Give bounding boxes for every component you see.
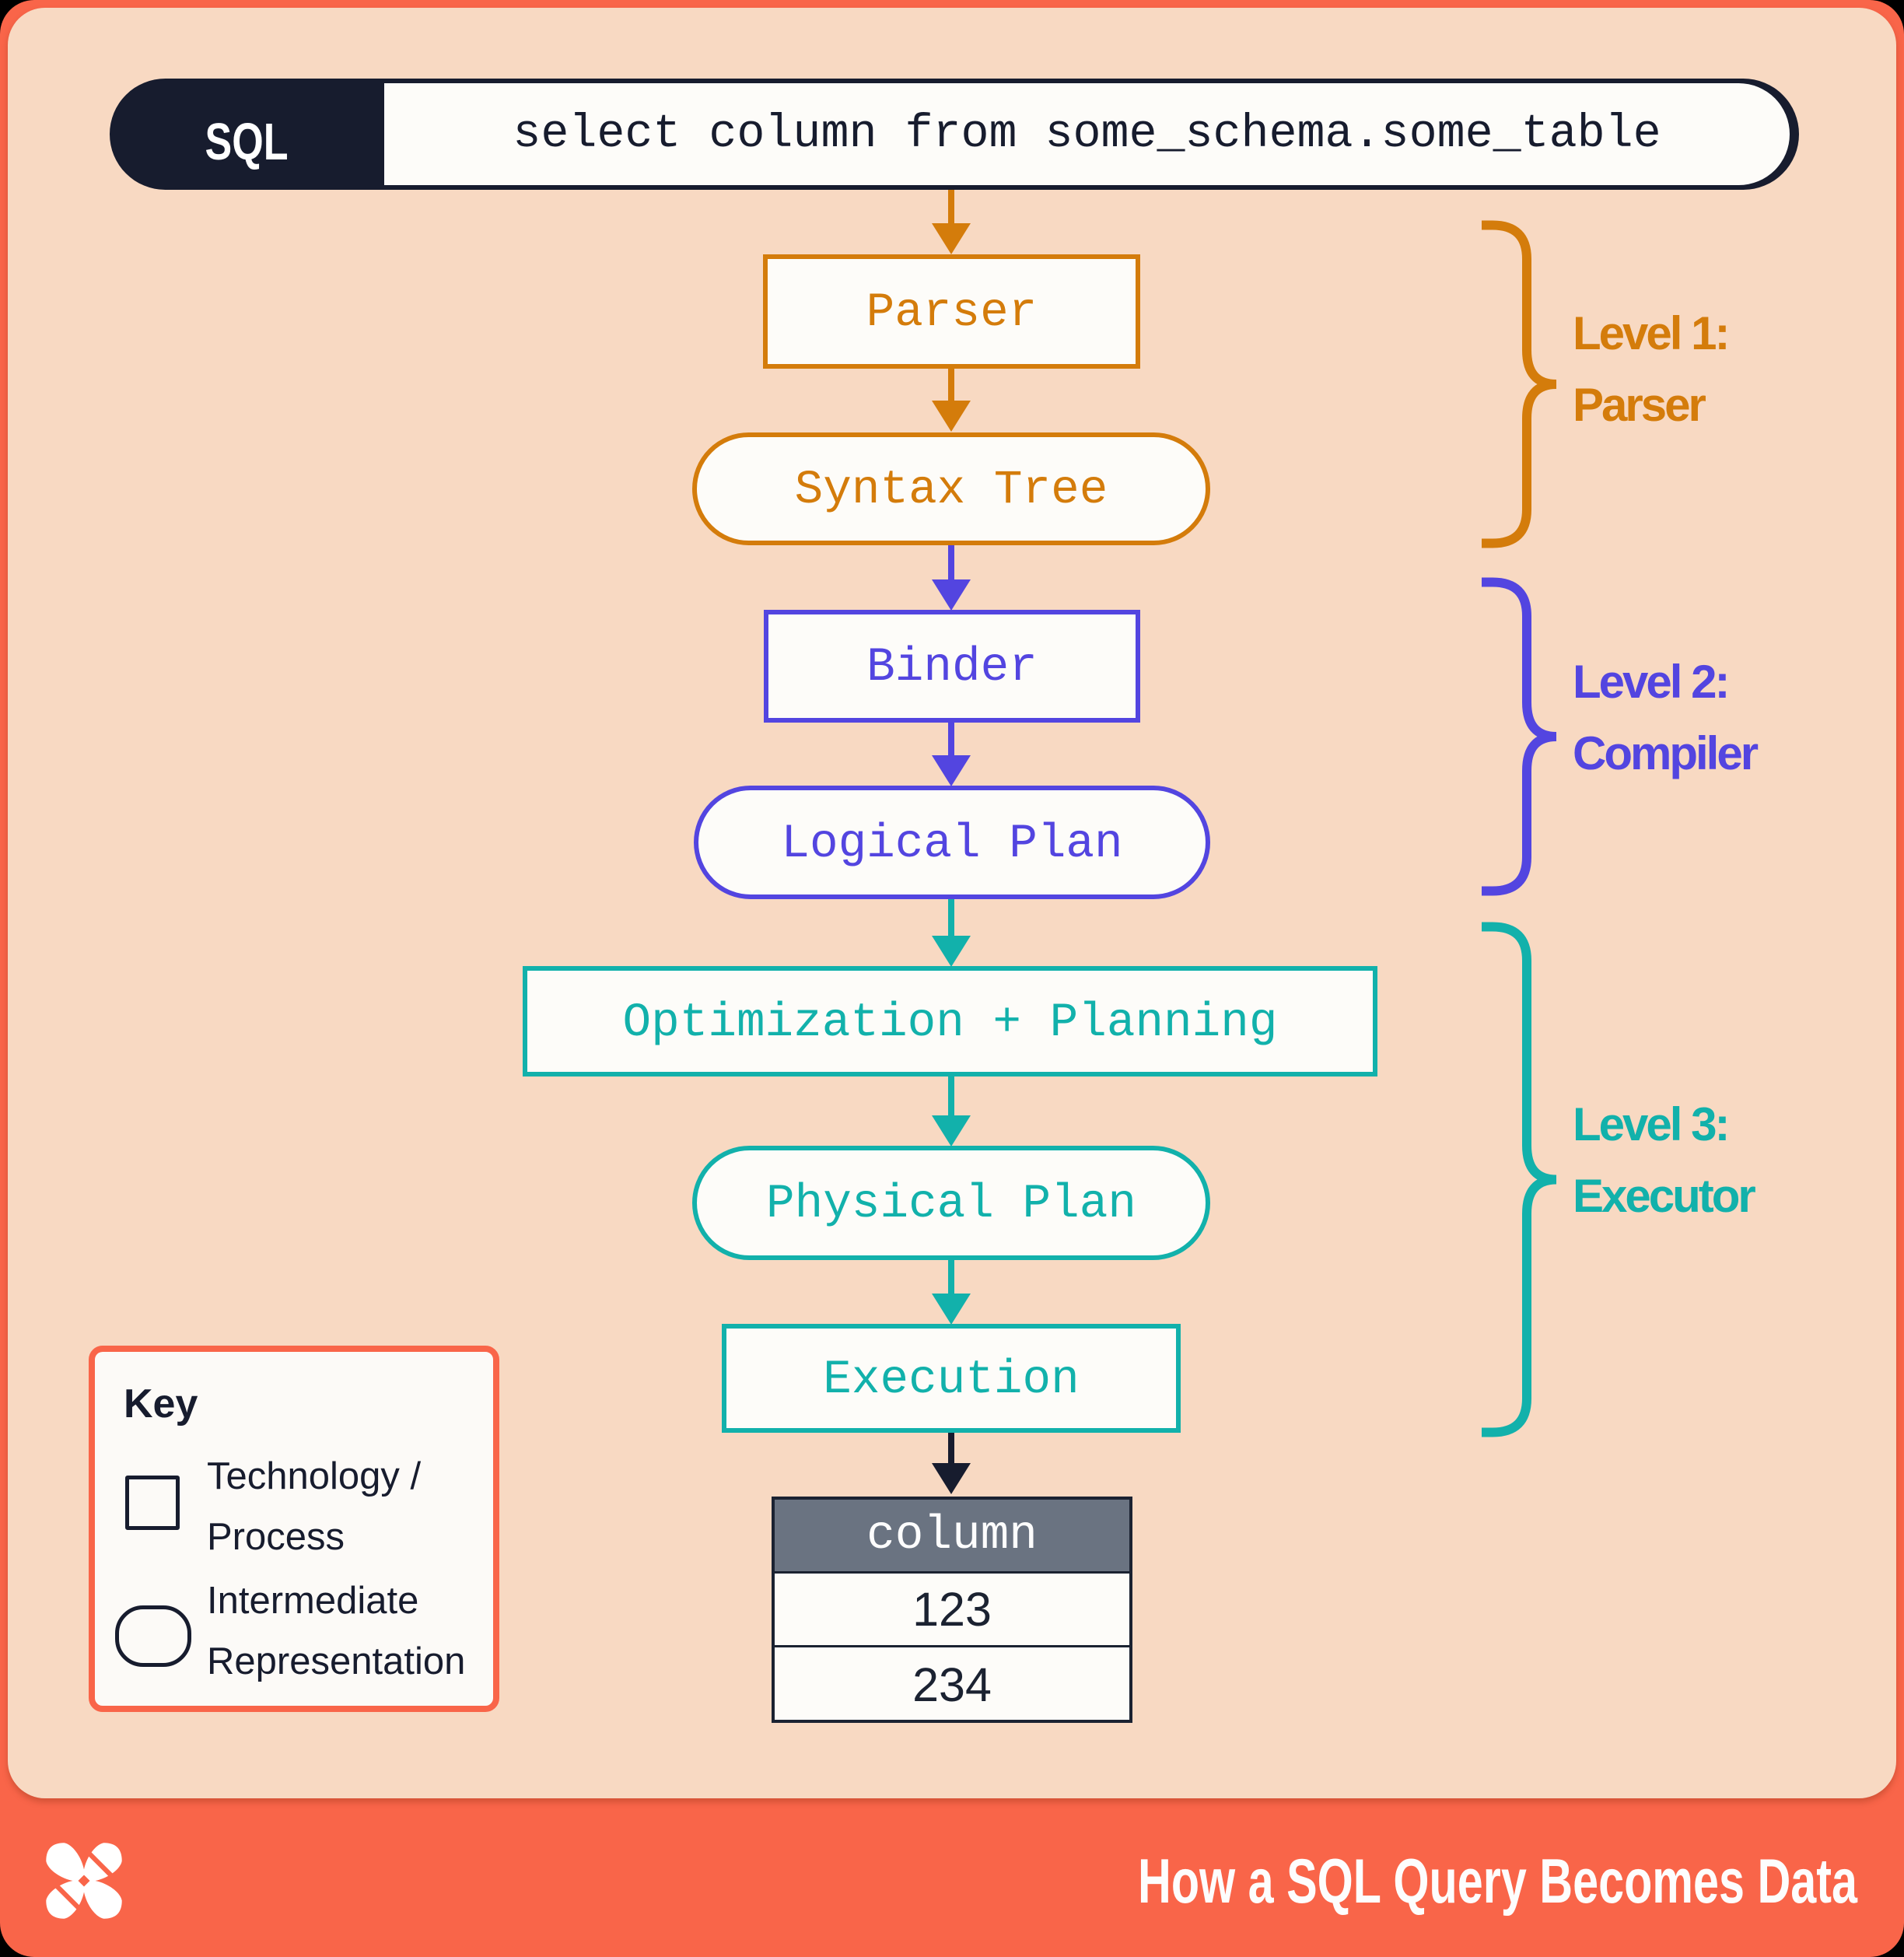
svg-text:SQL: SQL bbox=[205, 113, 289, 171]
svg-text:How a SQL Query Becomes Data: How a SQL Query Becomes Data bbox=[1138, 1847, 1858, 1917]
